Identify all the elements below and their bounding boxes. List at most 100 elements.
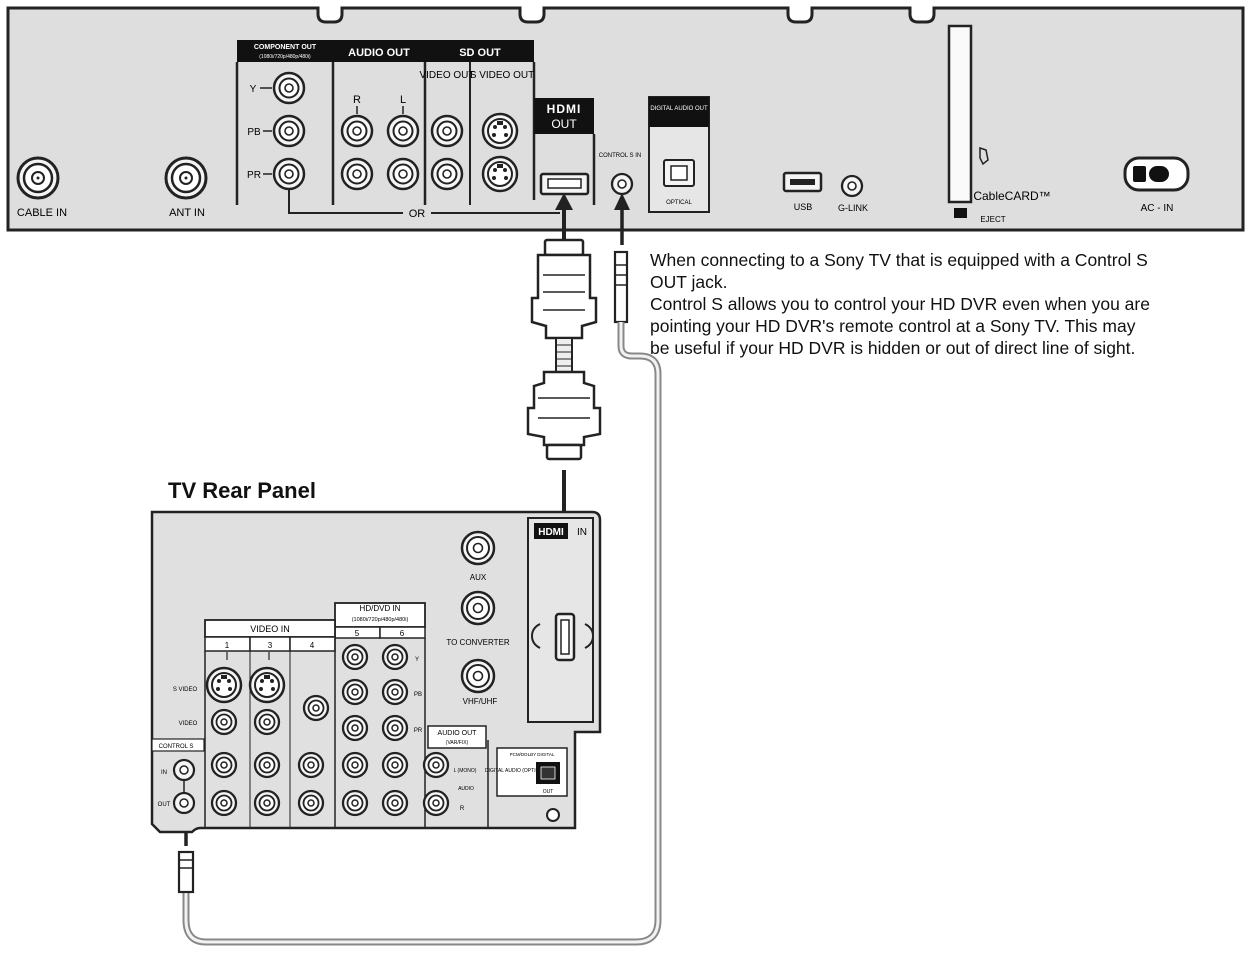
l-mono-label: L (MONO) [454, 768, 477, 774]
tv-audio-r-1-jack [210, 789, 238, 817]
tv-audio-out-title: AUDIO OUT [438, 730, 478, 737]
g-link-label: G-LINK [838, 203, 868, 213]
component-pb-jack [272, 114, 306, 148]
tv-optical-out-label: OUT [543, 789, 554, 795]
video-in-col-4: 4 [310, 641, 315, 650]
note-line: Control S allows you to control your HD … [650, 294, 1150, 314]
video-out2-jack [430, 157, 464, 191]
video-out-label: VIDEO OUT [419, 70, 474, 81]
to-converter-label: TO CONVERTER [446, 638, 509, 647]
hdmi-out-label: OUT [551, 117, 577, 131]
note-line: OUT jack. [650, 272, 728, 292]
audio-out-r-label: R [353, 94, 361, 106]
audio-out-l-jack [386, 114, 420, 148]
component-out-subtitle: (1080i/720p/480p/480i) [259, 54, 311, 60]
hd-dvd-pb-label: PB [414, 692, 422, 698]
hd-dvd-y-5-jack [341, 643, 369, 671]
to-converter-jack [460, 590, 496, 626]
hd-dvd-in-subtitle: (1080i/720p/480p/480i) [352, 617, 409, 623]
tv-audio-r-4-jack [297, 789, 325, 817]
tv-audio-l-1-jack [210, 751, 238, 779]
hd-dvd-pb-6-jack [381, 678, 409, 706]
hd-dvd-pr-6-jack [381, 714, 409, 742]
component-y-jack [272, 71, 306, 105]
note-line: pointing your HD DVR's remote control at… [650, 316, 1136, 336]
tv-s-video-3-jack [248, 666, 286, 704]
vhf-uhf-jack [460, 658, 496, 694]
tv-video-4-jack [302, 694, 330, 722]
hd-dvd-l-5-jack [341, 751, 369, 779]
hd-dvd-l-6-jack [381, 751, 409, 779]
optical-label: OPTICAL [666, 200, 692, 206]
tv-audio-l-3-jack [253, 751, 281, 779]
eject-button [954, 208, 967, 218]
s-video-out2-jack [481, 155, 519, 193]
eject-label: EJECT [980, 215, 1005, 224]
vhf-uhf-label: VHF/UHF [463, 697, 498, 706]
control-out-label: OUT [158, 802, 171, 808]
pcm-dolby-label: PCM/DOLBY DIGITAL [510, 752, 555, 757]
audio-label: AUDIO [458, 786, 474, 792]
s-video-out-jack [481, 112, 519, 150]
video-label: VIDEO [179, 721, 198, 727]
digital-audio-label: DIGITAL AUDIO (OPTICAL) [485, 768, 547, 774]
video-in-col-1: 1 [225, 641, 230, 650]
tv-video-1-jack [210, 708, 238, 736]
tv-video-3-jack [253, 708, 281, 736]
cable-in-label: CABLE IN [17, 207, 67, 219]
ant-in-label: ANT IN [169, 207, 205, 219]
digital-audio-out-title: DIGITAL AUDIO OUT [650, 106, 708, 112]
video-in-col-3: 3 [268, 641, 273, 650]
hd-dvd-y-6-jack [381, 643, 409, 671]
hd-dvd-col-6: 6 [400, 629, 405, 638]
control-s-in-label: CONTROL S IN [599, 153, 641, 159]
hd-dvd-r-5-jack [341, 789, 369, 817]
s-video-label: S VIDEO [173, 687, 198, 693]
tv-audio-out-l-jack [422, 751, 450, 779]
hd-dvd-col-5: 5 [355, 629, 360, 638]
audio-out-title: AUDIO OUT [348, 47, 410, 59]
tv-hdmi-in-label: IN [577, 527, 587, 538]
tv-audio-l-4-jack [297, 751, 325, 779]
cablecard-label: CableCARD™ [973, 189, 1050, 203]
component-pr-jack [272, 157, 306, 191]
component-y-label: Y [250, 84, 257, 95]
cablecard-logo-icon [979, 146, 989, 166]
dvr-rear-panel: CABLE IN ANT IN COMPONENT OUT (1080i/720… [6, 6, 1245, 232]
video-out-jack [430, 114, 464, 148]
tv-audio-out-r-jack [422, 789, 450, 817]
hd-dvd-r-6-jack [381, 789, 409, 817]
audio-out-r2-jack [340, 157, 374, 191]
tv-hdmi-in-logo: HDMI [538, 527, 564, 538]
s-video-out-label: S VIDEO OUT [470, 70, 534, 81]
or-label: OR [409, 208, 426, 220]
tv-audio-out-sub: (VAR/FIX) [446, 740, 469, 746]
hdmi-out-logo: HDMI [547, 102, 582, 116]
audio-out-l-label: L [400, 94, 406, 106]
hd-dvd-pr-5-jack [341, 714, 369, 742]
audio-out-r-jack [340, 114, 374, 148]
tv-rear-panel: HDMI IN AUX TO CONVERTER VHF/UHF HD/DVD … [150, 510, 602, 834]
ac-in-label: AC - IN [1141, 203, 1174, 214]
cable-in-jack [16, 156, 60, 200]
hd-dvd-y-label: Y [415, 657, 419, 663]
aux-jack [460, 530, 496, 566]
control-in-label: IN [161, 770, 167, 776]
cablecard-slot [947, 24, 973, 204]
tv-audio-r-3-jack [253, 789, 281, 817]
hd-dvd-in-title: HD/DVD IN [360, 604, 401, 613]
component-pr-label: PR [247, 170, 261, 181]
control-s-label: CONTROL S [159, 744, 194, 750]
audio-out-l2-jack [386, 157, 420, 191]
component-out-title: COMPONENT OUT [254, 44, 317, 51]
note-line: be useful if your HD DVR is hidden or ou… [650, 338, 1136, 358]
tv-s-video-1-jack [205, 666, 243, 704]
tv-rear-panel-title: TV Rear Panel [168, 478, 316, 503]
r-label: R [460, 806, 465, 812]
ant-in-jack [164, 156, 208, 200]
usb-label: USB [794, 202, 813, 212]
control-s-note: When connecting to a Sony TV that is equ… [650, 249, 1250, 359]
hd-dvd-pr-label: PR [414, 728, 423, 734]
